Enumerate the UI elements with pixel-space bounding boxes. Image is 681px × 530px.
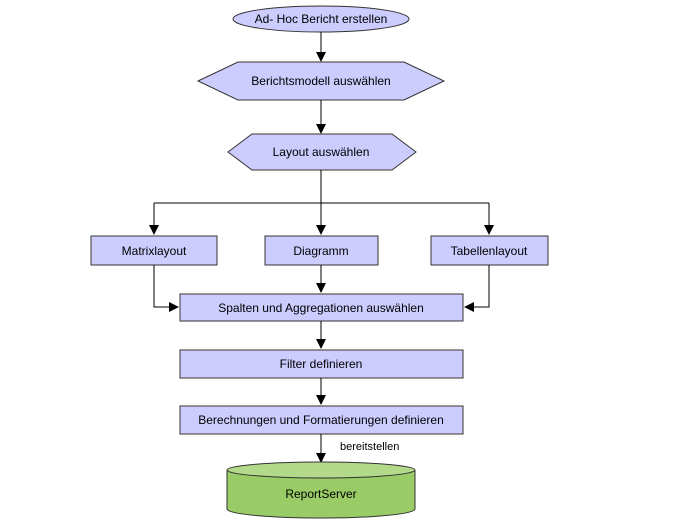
table-label: Tabellenlayout — [451, 244, 528, 258]
filter-label: Filter definieren — [280, 357, 363, 371]
merge-edges — [153, 265, 490, 312]
server-label: ReportServer — [285, 487, 356, 501]
start-label: Ad- Hoc Bericht erstellen — [255, 12, 388, 26]
calc-box — [179, 405, 464, 435]
edge-provide-label: bereitstellen — [340, 441, 399, 453]
layout-hexagon — [227, 133, 417, 171]
server-cylinder-top — [226, 461, 416, 479]
matrix-node: Matrixlayout — [90, 235, 218, 266]
layout-label: Layout auswählen — [273, 145, 370, 159]
chart-box — [264, 235, 379, 266]
columns-box — [179, 293, 464, 322]
server-cylinder-body — [226, 470, 416, 519]
edge-matrix-columns — [153, 265, 179, 312]
matrix-label: Matrixlayout — [122, 244, 187, 258]
model-node: Berichtsmodell auswählen — [196, 61, 446, 101]
model-label: Berichtsmodell auswählen — [251, 74, 390, 88]
chart-label: Diagramm — [293, 244, 348, 258]
model-hexagon — [196, 61, 446, 101]
columns-node: Spalten und Aggregationen auswählen — [179, 293, 464, 322]
matrix-box — [90, 235, 218, 266]
layout-split-edges — [149, 170, 494, 235]
server-node: ReportServer — [226, 461, 416, 519]
start-node: Ad- Hoc Bericht erstellen — [232, 5, 410, 33]
calc-label: Berechnungen und Formatierungen definier… — [198, 413, 444, 427]
table-node: Tabellenlayout — [430, 235, 549, 266]
edge-table-columns — [464, 265, 490, 312]
chart-node: Diagramm — [264, 235, 379, 266]
table-box — [430, 235, 549, 266]
columns-label: Spalten und Aggregationen auswählen — [218, 301, 424, 315]
calc-node: Berechnungen und Formatierungen definier… — [179, 405, 464, 435]
filter-node: Filter definieren — [179, 349, 464, 379]
layout-node: Layout auswählen — [227, 133, 417, 171]
